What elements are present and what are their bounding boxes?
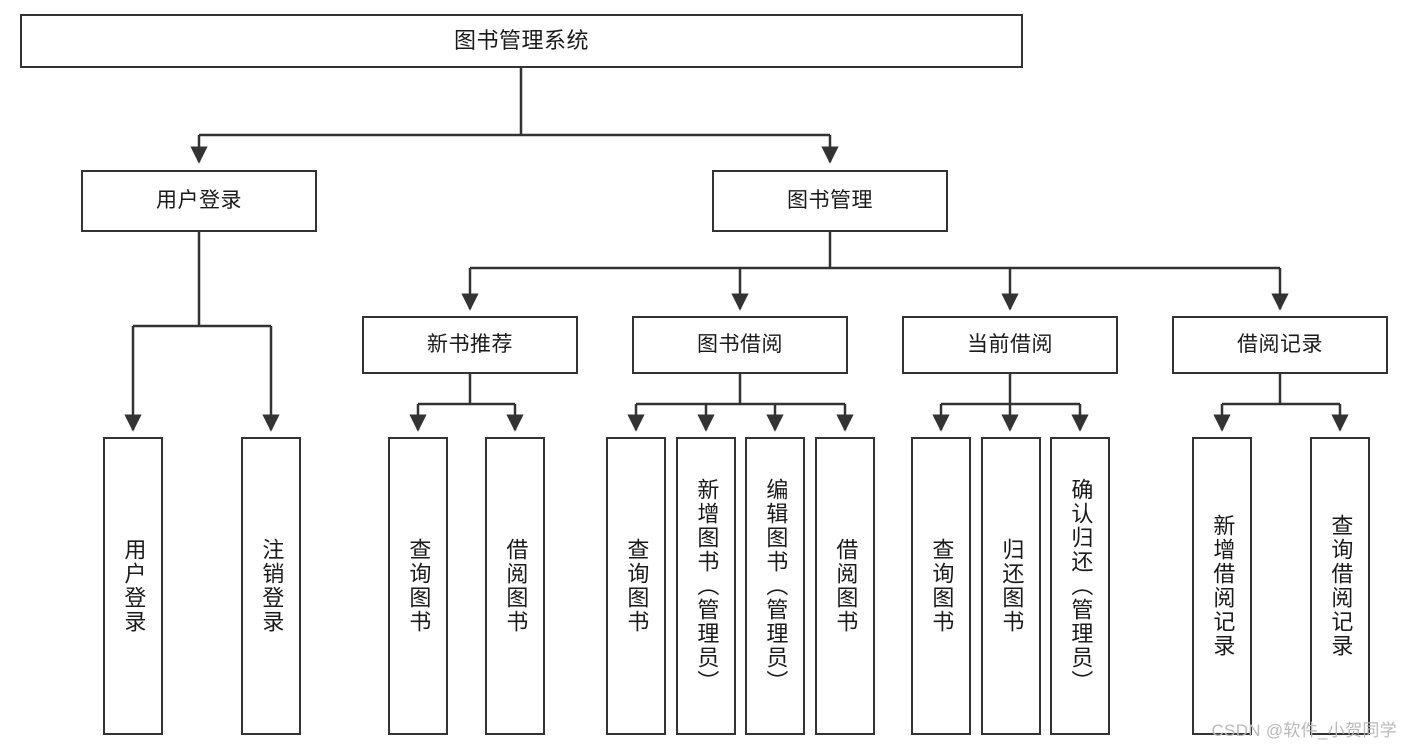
node-label: 用户登录 bbox=[121, 538, 147, 634]
node-leaf-confirm-return[interactable]: 确认归还（管理员） bbox=[1050, 437, 1110, 735]
node-label: 归还图书 bbox=[999, 538, 1025, 634]
node-leaf-query-record[interactable]: 查询借阅记录 bbox=[1310, 437, 1370, 735]
node-label: 当前借阅 bbox=[967, 332, 1053, 356]
node-book-borrow[interactable]: 图书借阅 bbox=[632, 316, 848, 374]
node-user-login[interactable]: 用户登录 bbox=[81, 170, 317, 232]
node-leaf-edit-book[interactable]: 编辑图书（管理员） bbox=[745, 437, 805, 735]
node-leaf-add-book[interactable]: 新增图书（管理员） bbox=[676, 437, 736, 735]
node-new-book-recommend[interactable]: 新书推荐 bbox=[362, 316, 578, 374]
node-borrow-record[interactable]: 借阅记录 bbox=[1172, 316, 1388, 374]
node-label: 注销登录 bbox=[259, 538, 285, 634]
node-label: 图书借阅 bbox=[697, 332, 783, 356]
node-label: 新增图书（管理员） bbox=[694, 478, 720, 694]
node-leaf-borrow-book-2[interactable]: 借阅图书 bbox=[815, 437, 875, 735]
node-root-book-management-system[interactable]: 图书管理系统 bbox=[20, 14, 1023, 68]
node-leaf-query-book-1[interactable]: 查询图书 bbox=[388, 437, 448, 735]
node-label: 借阅记录 bbox=[1237, 332, 1323, 356]
node-leaf-borrow-book-1[interactable]: 借阅图书 bbox=[485, 437, 545, 735]
node-label: 新书推荐 bbox=[427, 332, 513, 356]
node-label: 借阅图书 bbox=[503, 538, 529, 634]
node-leaf-add-record[interactable]: 新增借阅记录 bbox=[1192, 437, 1252, 735]
node-label: 图书管理 bbox=[787, 188, 873, 212]
node-label: 新增借阅记录 bbox=[1210, 514, 1236, 658]
node-label: 查询图书 bbox=[929, 538, 955, 634]
csdn-watermark: CSDN @软件_小贺同学 bbox=[1211, 721, 1397, 740]
node-label: 用户登录 bbox=[156, 188, 242, 212]
node-label: 确认归还（管理员） bbox=[1068, 478, 1094, 694]
node-label: 查询借阅记录 bbox=[1328, 514, 1354, 658]
node-leaf-return-book[interactable]: 归还图书 bbox=[981, 437, 1041, 735]
node-leaf-logout-login[interactable]: 注销登录 bbox=[241, 437, 301, 735]
node-leaf-user-login[interactable]: 用户登录 bbox=[103, 437, 163, 735]
node-label: 查询图书 bbox=[624, 538, 650, 634]
node-label: 图书管理系统 bbox=[453, 28, 589, 54]
node-leaf-query-book-3[interactable]: 查询图书 bbox=[911, 437, 971, 735]
node-label: 借阅图书 bbox=[833, 538, 859, 634]
node-leaf-query-book-2[interactable]: 查询图书 bbox=[606, 437, 666, 735]
node-label: 编辑图书（管理员） bbox=[763, 478, 789, 694]
node-book-management[interactable]: 图书管理 bbox=[712, 170, 948, 232]
node-label: 查询图书 bbox=[406, 538, 432, 634]
node-current-borrow[interactable]: 当前借阅 bbox=[902, 316, 1118, 374]
